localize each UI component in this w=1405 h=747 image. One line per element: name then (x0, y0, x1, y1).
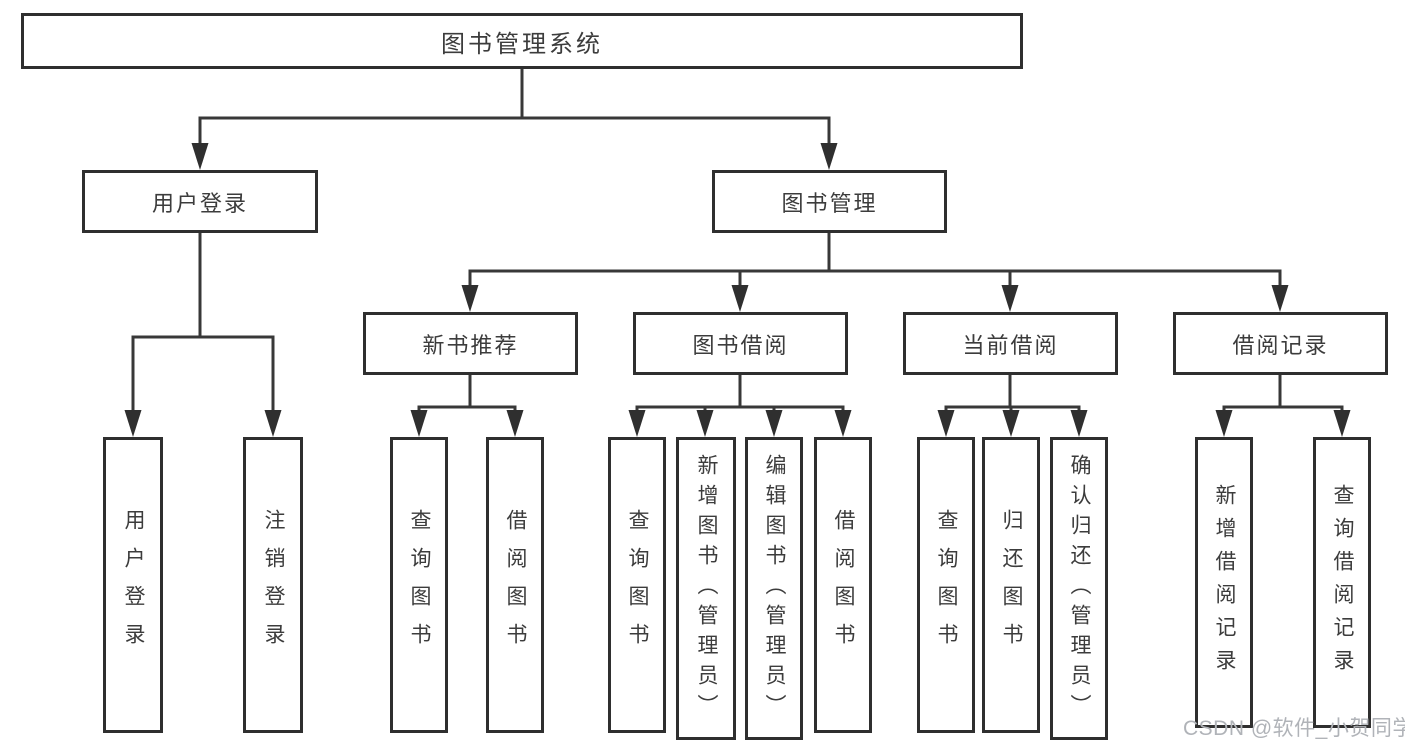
node-book-management-module: 图书管理 (712, 170, 947, 233)
node-book-borrowing: 图书借阅 (633, 312, 848, 375)
arrowhead (696, 410, 714, 437)
arrowhead (1002, 410, 1020, 437)
leaf-query-borrow-record: 查询借阅记录 (1313, 437, 1371, 728)
connector-newbook-to-leaves (417, 373, 517, 414)
leaf-logout: 注销登录 (243, 437, 303, 733)
node-current-borrowing: 当前借阅 (903, 312, 1118, 375)
arrowhead (820, 143, 838, 170)
leaf-add-borrow-record: 新增借阅记录 (1195, 437, 1253, 728)
arrowhead (124, 410, 142, 437)
leaf-confirm-return-admin: 确认归还（管理员） (1050, 437, 1108, 740)
arrowhead (937, 410, 955, 437)
connector-root-to-level2 (198, 67, 831, 147)
node-borrowing-records: 借阅记录 (1173, 312, 1388, 375)
arrowhead (1333, 410, 1351, 437)
arrowhead (410, 410, 428, 437)
connector-borrowrecords-to-leaves (1222, 373, 1344, 414)
leaf-query-books-borrow: 查询图书 (608, 437, 666, 733)
arrowhead (1001, 285, 1019, 312)
arrowhead (731, 285, 749, 312)
node-user-login-module: 用户登录 (82, 170, 318, 233)
arrowhead (506, 410, 524, 437)
arrowhead (1271, 285, 1289, 312)
connector-bookmgmt-to-level3 (468, 231, 1282, 289)
node-library-management-system: 图书管理系统 (21, 13, 1023, 69)
arrowhead (461, 285, 479, 312)
leaf-borrow-books-newbook: 借阅图书 (486, 437, 544, 733)
leaf-return-books: 归还图书 (982, 437, 1040, 733)
leaf-borrow-books: 借阅图书 (814, 437, 872, 733)
leaf-edit-books-admin: 编辑图书（管理员） (745, 437, 803, 740)
arrowhead (628, 410, 646, 437)
leaf-query-books-newbook: 查询图书 (390, 437, 448, 733)
leaf-user-login: 用户登录 (103, 437, 163, 733)
leaf-add-books-admin: 新增图书（管理员） (676, 437, 736, 740)
arrowhead (264, 410, 282, 437)
connector-userlogin-to-leaves (131, 231, 275, 414)
arrowheads (124, 143, 1351, 437)
arrowhead (834, 410, 852, 437)
node-new-book-recommend: 新书推荐 (363, 312, 578, 375)
leaf-query-books-current: 查询图书 (917, 437, 975, 733)
arrowhead (1070, 410, 1088, 437)
connector-currentborrow-to-leaves (944, 373, 1081, 414)
connector-bookborrow-to-leaves (635, 373, 845, 414)
arrowhead (765, 410, 783, 437)
arrowhead (191, 143, 209, 170)
csdn-watermark: CSDN @软件_小贺同学 (1183, 717, 1405, 740)
arrowhead (1215, 410, 1233, 437)
